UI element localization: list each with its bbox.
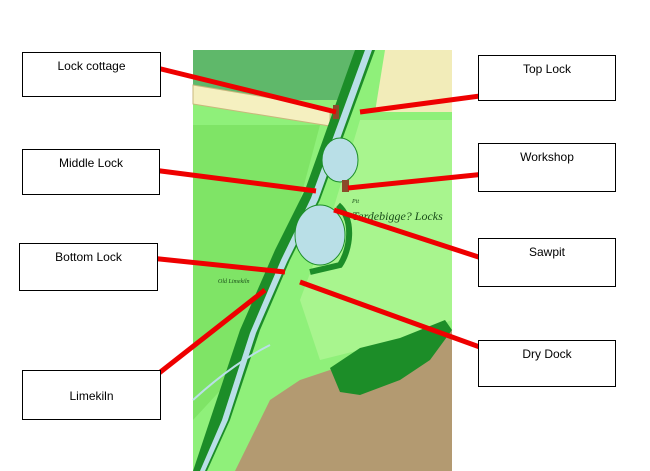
label-top-lock: Top Lock xyxy=(478,55,616,101)
upper-pound xyxy=(321,137,359,183)
label-limekiln: Limekiln xyxy=(22,370,161,420)
label-lock-cottage: Lock cottage xyxy=(22,52,161,97)
label-middle-lock: Middle Lock xyxy=(22,149,160,195)
map-text-lime: Old Limekiln xyxy=(218,279,250,285)
map-text-pit: Pit xyxy=(351,199,359,205)
label-dry-dock: Dry Dock xyxy=(478,340,616,387)
sandy-area xyxy=(375,50,452,112)
label-workshop: Workshop xyxy=(478,143,616,192)
lock-cottage-building xyxy=(333,105,339,119)
label-sawpit: Sawpit xyxy=(478,238,616,287)
label-bottom-lock: Bottom Lock xyxy=(19,243,158,291)
lower-pound xyxy=(294,204,346,266)
workshop-building xyxy=(342,180,349,192)
map-text-locks: Tardebigge? Locks xyxy=(352,209,443,223)
